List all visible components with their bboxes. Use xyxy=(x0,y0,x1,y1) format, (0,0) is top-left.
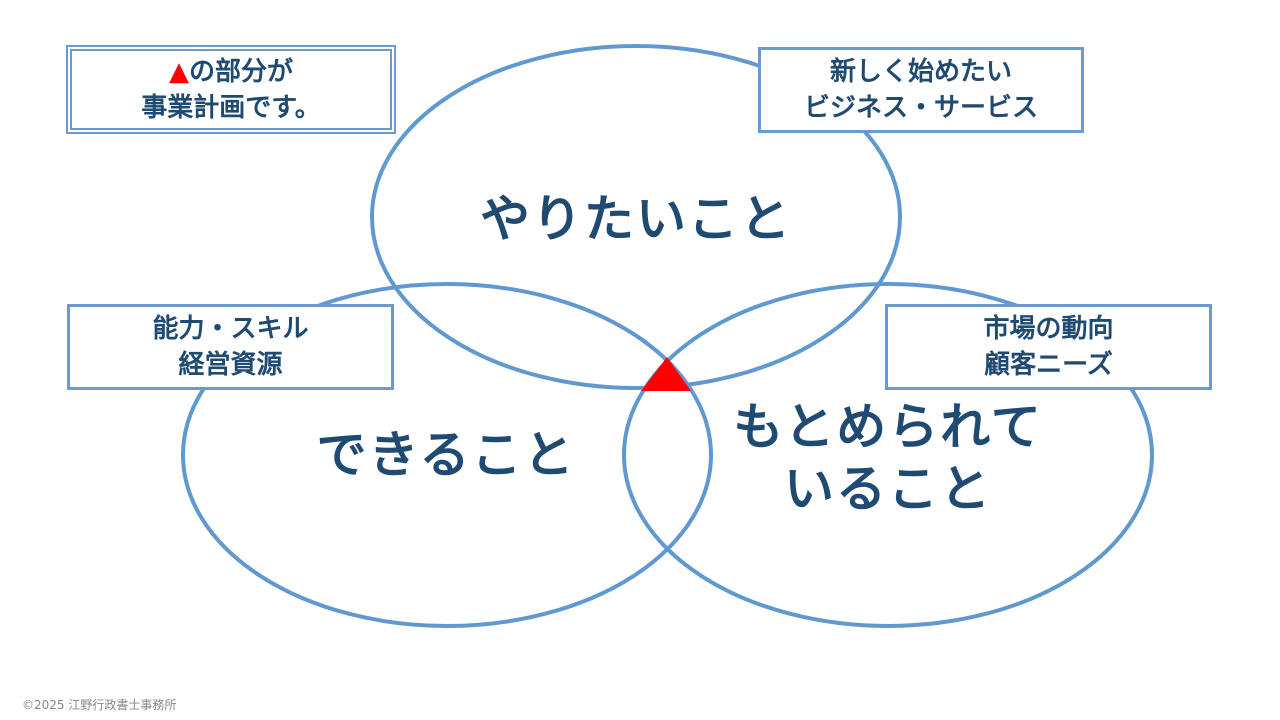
circle-want xyxy=(370,44,902,390)
can-note-line: 能力・スキル xyxy=(152,314,309,344)
intersection-triangle xyxy=(641,357,691,391)
can-note-box: 能力・スキル 経営資源 xyxy=(67,304,394,390)
want-note-box: 新しく始めたい ビジネス・サービス xyxy=(758,47,1084,133)
note-line-1: の部分が xyxy=(188,56,293,87)
want-note-line: 新しく始めたい xyxy=(829,57,1012,87)
can-label: できること xyxy=(316,426,576,484)
want-note-line: ビジネス・サービス xyxy=(803,93,1038,123)
needed-note-line: 市場の動向 xyxy=(983,314,1114,344)
copyright-footer: ©2025 江野行政書士事務所 xyxy=(22,698,177,712)
want-label: やりたいこと xyxy=(480,190,792,248)
needed-note-line: 顧客ニーズ xyxy=(984,350,1113,380)
needed-label-line: もとめられて xyxy=(733,398,1043,456)
note-line-2: 事業計画です。 xyxy=(141,92,321,123)
note-box: ▲の部分が 事業計画です。 xyxy=(66,45,396,134)
can-note-line: 経営資源 xyxy=(178,350,283,380)
triangle-marker: ▲ xyxy=(168,56,189,87)
circle-needed xyxy=(622,282,1154,628)
needed-label: もとめられて いること xyxy=(688,396,1088,520)
needed-label-line: いること xyxy=(784,460,992,518)
circle-can xyxy=(181,282,713,628)
needed-note-box: 市場の動向 顧客ニーズ xyxy=(885,304,1212,390)
